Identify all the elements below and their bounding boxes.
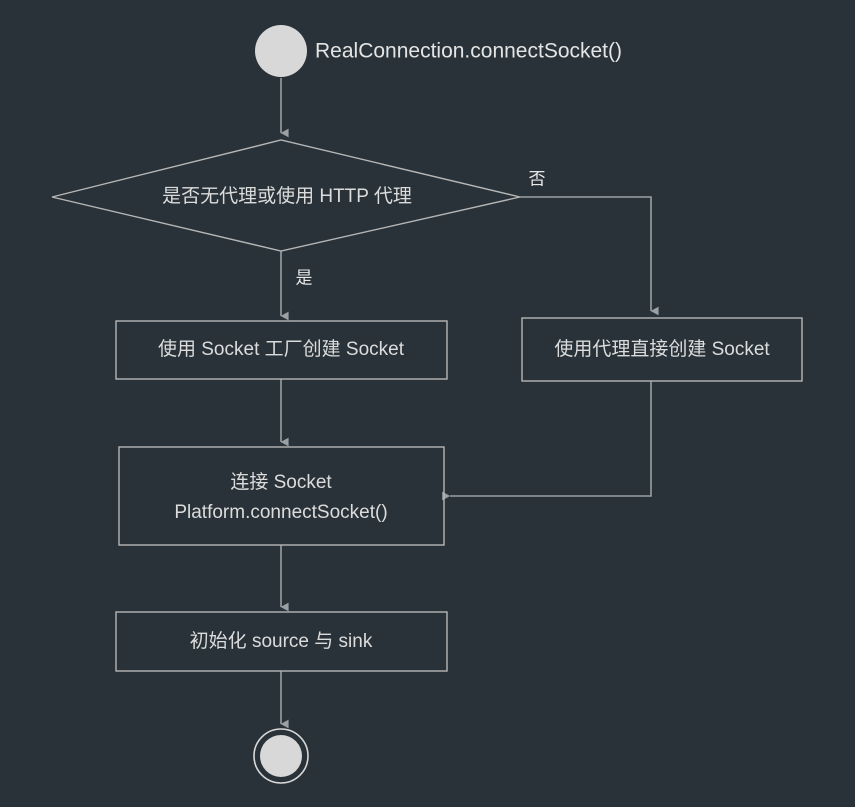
process-label-connect-socket-line1: 连接 Socket: [230, 471, 332, 493]
edge-label-no: 否: [529, 169, 546, 188]
end-terminator-ring: [253, 728, 309, 784]
edge-decision-no-to-proxy-socket: [520, 196, 659, 316]
process-box-init-streams: [115, 611, 448, 672]
process-label-connect-socket-line2: Platform.connectSocket(): [174, 502, 387, 523]
process-box-connect-socket: [118, 446, 445, 546]
edge-proxy-socket-to-connect: [442, 381, 652, 501]
process-label-proxy-socket: 使用代理直接创建 Socket: [554, 338, 770, 360]
start-label: RealConnection.connectSocket(): [315, 40, 622, 63]
process-label-init-streams: 初始化 source 与 sink: [190, 630, 373, 652]
process-box-socket-factory: [115, 320, 448, 380]
start-terminator: [255, 25, 307, 77]
edge-label-yes: 是: [296, 268, 313, 287]
process-box-proxy-socket: [521, 317, 803, 382]
process-label-socket-factory: 使用 Socket 工厂创建 Socket: [158, 338, 405, 360]
decision-label: 是否无代理或使用 HTTP 代理: [162, 185, 412, 207]
decision-diamond: [51, 139, 521, 252]
end-terminator: [260, 735, 302, 777]
